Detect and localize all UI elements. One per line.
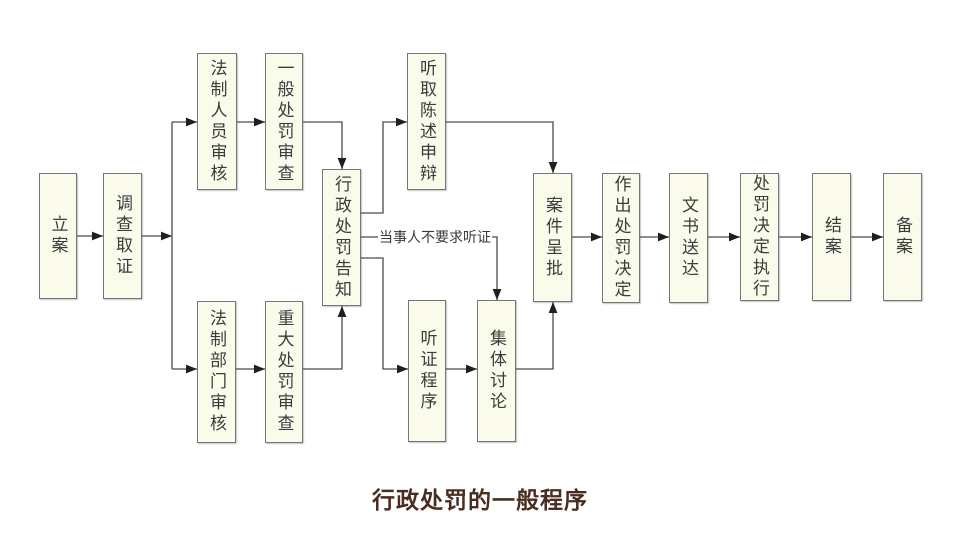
flow-node-label-xingzheng-chufa-gaozhi: 行政处罚告知 xyxy=(332,174,351,301)
flow-node-wenshu-songda: 文书送达 xyxy=(669,173,708,303)
flow-node-label-bei-an: 备案 xyxy=(893,216,912,258)
flow-node-label-zuochu-chufa-jueding: 作出处罚决定 xyxy=(611,175,631,301)
flow-node-fazhi-renyuan-shenhe: 法制人员审核 xyxy=(197,53,237,190)
flow-node-li-an: 立案 xyxy=(39,173,77,299)
connector-zhongda-gaozhi xyxy=(303,306,347,370)
flow-node-anjian-chengpi: 案件呈批 xyxy=(533,173,572,302)
flow-node-label-yiban-chufa-shencha: 一般处罚审查 xyxy=(274,58,294,185)
diagram-title: 行政处罚的一般程序 xyxy=(372,487,588,513)
flow-node-zhongda-chufa-shencha: 重大处罚审查 xyxy=(265,301,303,443)
flow-node-label-anjian-chengpi: 案件呈批 xyxy=(543,195,562,280)
flow-node-label-wenshu-songda: 文书送达 xyxy=(679,196,698,280)
flow-node-jie-an: 结案 xyxy=(812,173,851,301)
flow-node-yiban-chufa-shencha: 一般处罚审查 xyxy=(265,53,303,190)
flow-node-label-fazhi-bumen-shenhe: 法制部门审核 xyxy=(207,309,226,435)
connector-gaozhi-tingzheng xyxy=(361,257,408,374)
connector-yiban-gaozhi xyxy=(303,121,347,169)
flow-node-fazhi-bumen-shenhe: 法制部门审核 xyxy=(197,301,236,443)
connector-tingqu-anjian xyxy=(446,121,558,173)
flow-node-label-jie-an: 结案 xyxy=(822,216,841,258)
flow-node-label-fazhi-renyuan-shenhe: 法制人员审核 xyxy=(207,58,227,185)
connector-gaozhi-jiti-nohearing xyxy=(361,236,502,300)
flow-node-chufa-jueding-zhixing: 处罚决定执行 xyxy=(740,173,779,301)
flow-node-label-zhongda-chufa-shencha: 重大处罚审查 xyxy=(274,309,294,435)
flow-node-tingqu-chenshu-shenbian: 听取陈述申辩 xyxy=(407,53,446,190)
flow-node-label-diaocha-quzheng: 调查取证 xyxy=(113,194,132,278)
flow-node-label-tingzheng-chengxu: 听证程序 xyxy=(417,329,437,413)
connector-gaozhi-tingqu xyxy=(361,117,407,214)
flow-node-xingzheng-chufa-gaozhi: 行政处罚告知 xyxy=(322,169,361,306)
flow-node-label-tingqu-chenshu-shenbian: 听取陈述申辩 xyxy=(417,58,436,185)
flow-node-label-chufa-jueding-zhixing: 处罚决定执行 xyxy=(750,174,769,300)
flow-node-zuochu-chufa-jueding: 作出处罚决定 xyxy=(602,173,640,303)
flow-node-bei-an: 备案 xyxy=(883,173,922,301)
flow-node-label-li-an: 立案 xyxy=(48,215,68,257)
edge-label-no-hearing-requested: 当事人不要求听证 xyxy=(378,229,492,245)
flow-node-label-jiti-taolun: 集体讨论 xyxy=(487,329,506,413)
flow-node-diaocha-quzheng: 调查取证 xyxy=(103,173,142,299)
flow-node-jiti-taolun: 集体讨论 xyxy=(477,300,516,442)
flow-node-tingzheng-chengxu: 听证程序 xyxy=(408,300,446,442)
connector-jiti-anjian xyxy=(516,302,558,370)
